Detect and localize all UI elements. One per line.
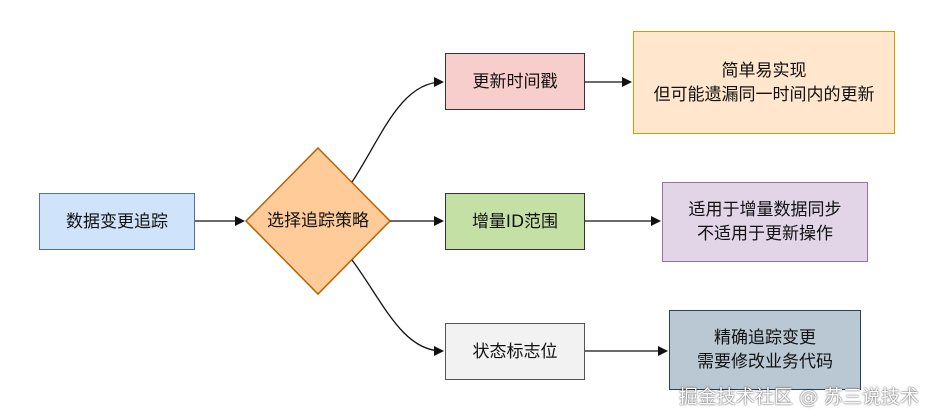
result-status-flag: 精确追踪变更 需要修改业务代码 bbox=[669, 310, 861, 390]
node-update-timestamp: 更新时间戳 bbox=[445, 53, 585, 110]
result-line-1: 适用于增量数据同步 bbox=[688, 200, 842, 220]
node-label: 增量ID范围 bbox=[471, 211, 559, 232]
node-label: 状态标志位 bbox=[472, 341, 558, 362]
result-line-1: 简单易实现 bbox=[721, 60, 807, 81]
result-line-2: 需要修改业务代码 bbox=[697, 352, 833, 372]
decision-diamond bbox=[244, 146, 392, 296]
decision-label: 选择追踪策略 bbox=[267, 211, 369, 231]
edge-decision-to-flag bbox=[351, 259, 444, 356]
node-label: 数据变更追踪 bbox=[66, 211, 168, 232]
watermark: 掘金技术社区 @ 苏三说技术 bbox=[678, 386, 919, 408]
node-status-flag: 状态标志位 bbox=[445, 323, 585, 380]
edge-decision-to-time bbox=[351, 77, 444, 183]
result-line-2: 不适用于更新操作 bbox=[697, 224, 833, 244]
result-id-range: 适用于增量数据同步 不适用于更新操作 bbox=[662, 182, 868, 262]
result-line-2: 但可能遗漏同一时间内的更新 bbox=[653, 84, 875, 105]
result-timestamp: 简单易实现 但可能遗漏同一时间内的更新 bbox=[633, 31, 895, 134]
node-data-change-tracking: 数据变更追踪 bbox=[39, 193, 195, 250]
result-line-1: 精确追踪变更 bbox=[714, 328, 816, 348]
node-incremental-id-range: 增量ID范围 bbox=[445, 193, 585, 250]
node-label: 更新时间戳 bbox=[472, 71, 558, 92]
